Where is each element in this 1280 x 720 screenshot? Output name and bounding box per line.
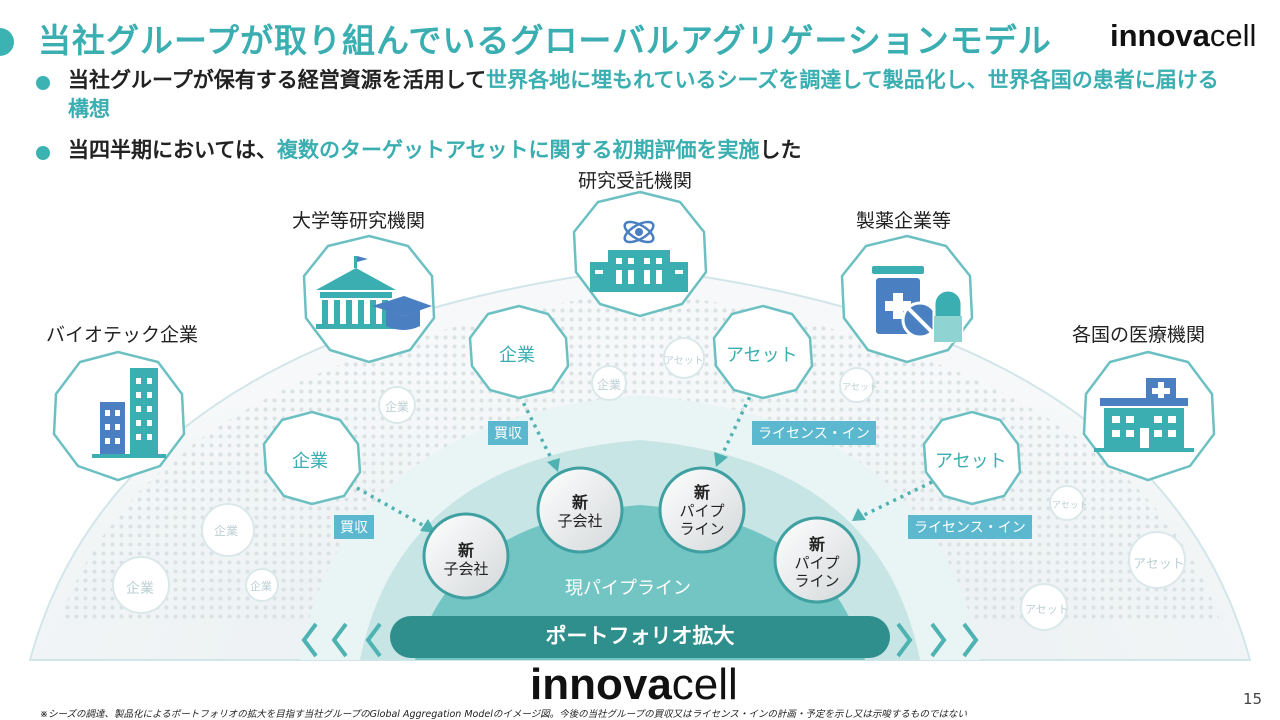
medicine-icon	[872, 266, 964, 344]
bullet-2-highlight: 複数のターゲットアセットに関する初期評価を実施	[276, 138, 760, 162]
portfolio-banner	[390, 616, 890, 658]
new-label: 新	[693, 483, 710, 502]
label-cro: 研究受託機関	[578, 170, 693, 192]
new-label: 新	[571, 493, 588, 512]
bullet-text-1: 当社グループが保有する経営資源を活用して世界各地に埋もれているシーズを調達して製…	[68, 66, 1228, 124]
faint-asset-label: アセット	[1052, 501, 1088, 511]
office-building-icon	[92, 368, 166, 458]
bottom-logo: innovacell	[530, 660, 738, 710]
logo-light-text: cell	[671, 660, 738, 709]
subsidiary-label: 子会社	[557, 512, 603, 530]
label-university: 大学等研究機関	[292, 210, 426, 232]
new-subsidiary-left: 新子会社	[436, 541, 496, 579]
new-subsidiary-mid: 新子会社	[550, 493, 610, 531]
new-label: 新	[457, 541, 474, 560]
tag-license-in: ライセンス・イン	[908, 515, 1032, 539]
logo-bold-text: innova	[530, 660, 672, 709]
label-pharma: 製薬企業等	[856, 210, 952, 232]
faint-company-label: 企業	[385, 400, 410, 414]
university-icon	[316, 256, 432, 330]
pipe-label: パイプ	[679, 502, 725, 520]
tag-license-in: ライセンス・イン	[752, 421, 876, 445]
label-hospital: 各国の医療機関	[1072, 324, 1206, 346]
label-biotech: バイオテック企業	[46, 324, 199, 346]
logo-bold-text: innova	[1110, 18, 1210, 53]
medium-bubbles	[262, 304, 1022, 506]
tag-acquisition: 買収	[334, 515, 374, 539]
bubble-company-left: 企業	[292, 451, 328, 472]
portfolio-banner-label: ポートフォリオ拡大	[545, 624, 735, 648]
pipe-label: パイプ	[794, 554, 840, 572]
bubble-asset-mid: アセット	[726, 345, 798, 366]
bullet-2-tail: した	[759, 138, 802, 162]
faint-company-label: 企業	[250, 580, 272, 593]
flow-arrows	[349, 389, 933, 529]
page-title: 当社グループが取り組んでいるグローバルアグリゲーションモデル	[38, 21, 1052, 60]
new-label: 新	[808, 535, 825, 554]
new-pipeline-mid: 新パイプライン	[672, 483, 732, 539]
title-dot	[0, 28, 14, 56]
subsidiary-label: 子会社	[443, 560, 489, 578]
company-logo: innovacell	[1110, 18, 1256, 54]
left-chevrons	[301, 622, 382, 658]
bubble-company-mid: 企業	[499, 345, 535, 366]
faint-asset-label: アセット	[664, 356, 704, 367]
faint-bubbles	[112, 337, 1186, 631]
bullet-1-highlight: 世界各地に埋もれているシーズを調達して製品化し、世界各国の患者に届ける構想	[68, 68, 1219, 121]
faint-company-label: 企業	[214, 524, 239, 538]
bubble-asset-right: アセット	[935, 451, 1007, 472]
faint-asset-label: アセット	[1133, 557, 1185, 572]
page-number: 15	[1243, 690, 1263, 708]
faint-company-label: 企業	[597, 378, 622, 392]
bullet-icon	[36, 146, 50, 160]
new-item-spheres	[422, 466, 861, 604]
line-label: ライン	[679, 520, 725, 538]
bullet-text-2: 当四半期においては、複数のターゲットアセットに関する初期評価を実施した	[68, 136, 1228, 165]
footnote: ※シーズの調達、製品化によるポートフォリオの拡大を目指す当社グループのGloba…	[40, 709, 967, 720]
faint-company-label: 企業	[126, 581, 154, 597]
logo-light-text: cell	[1209, 18, 1257, 53]
research-facility-icon	[590, 220, 688, 292]
tag-acquisition: 買収	[488, 421, 528, 445]
faint-asset-label: アセット	[842, 383, 878, 393]
arrow-heads	[420, 452, 866, 533]
bullet-1-plain: 当社グループが保有する経営資源を活用して	[68, 68, 487, 92]
hospital-icon	[1094, 378, 1194, 452]
line-label: ライン	[794, 572, 840, 590]
new-pipeline-right: 新パイプライン	[787, 535, 847, 591]
faint-asset-label: アセット	[1025, 603, 1069, 616]
current-pipeline-label: 現パイプライン	[565, 578, 691, 599]
bullet-icon	[36, 76, 50, 90]
right-chevrons	[896, 622, 979, 658]
bullet-2-plain: 当四半期においては、	[68, 138, 277, 162]
